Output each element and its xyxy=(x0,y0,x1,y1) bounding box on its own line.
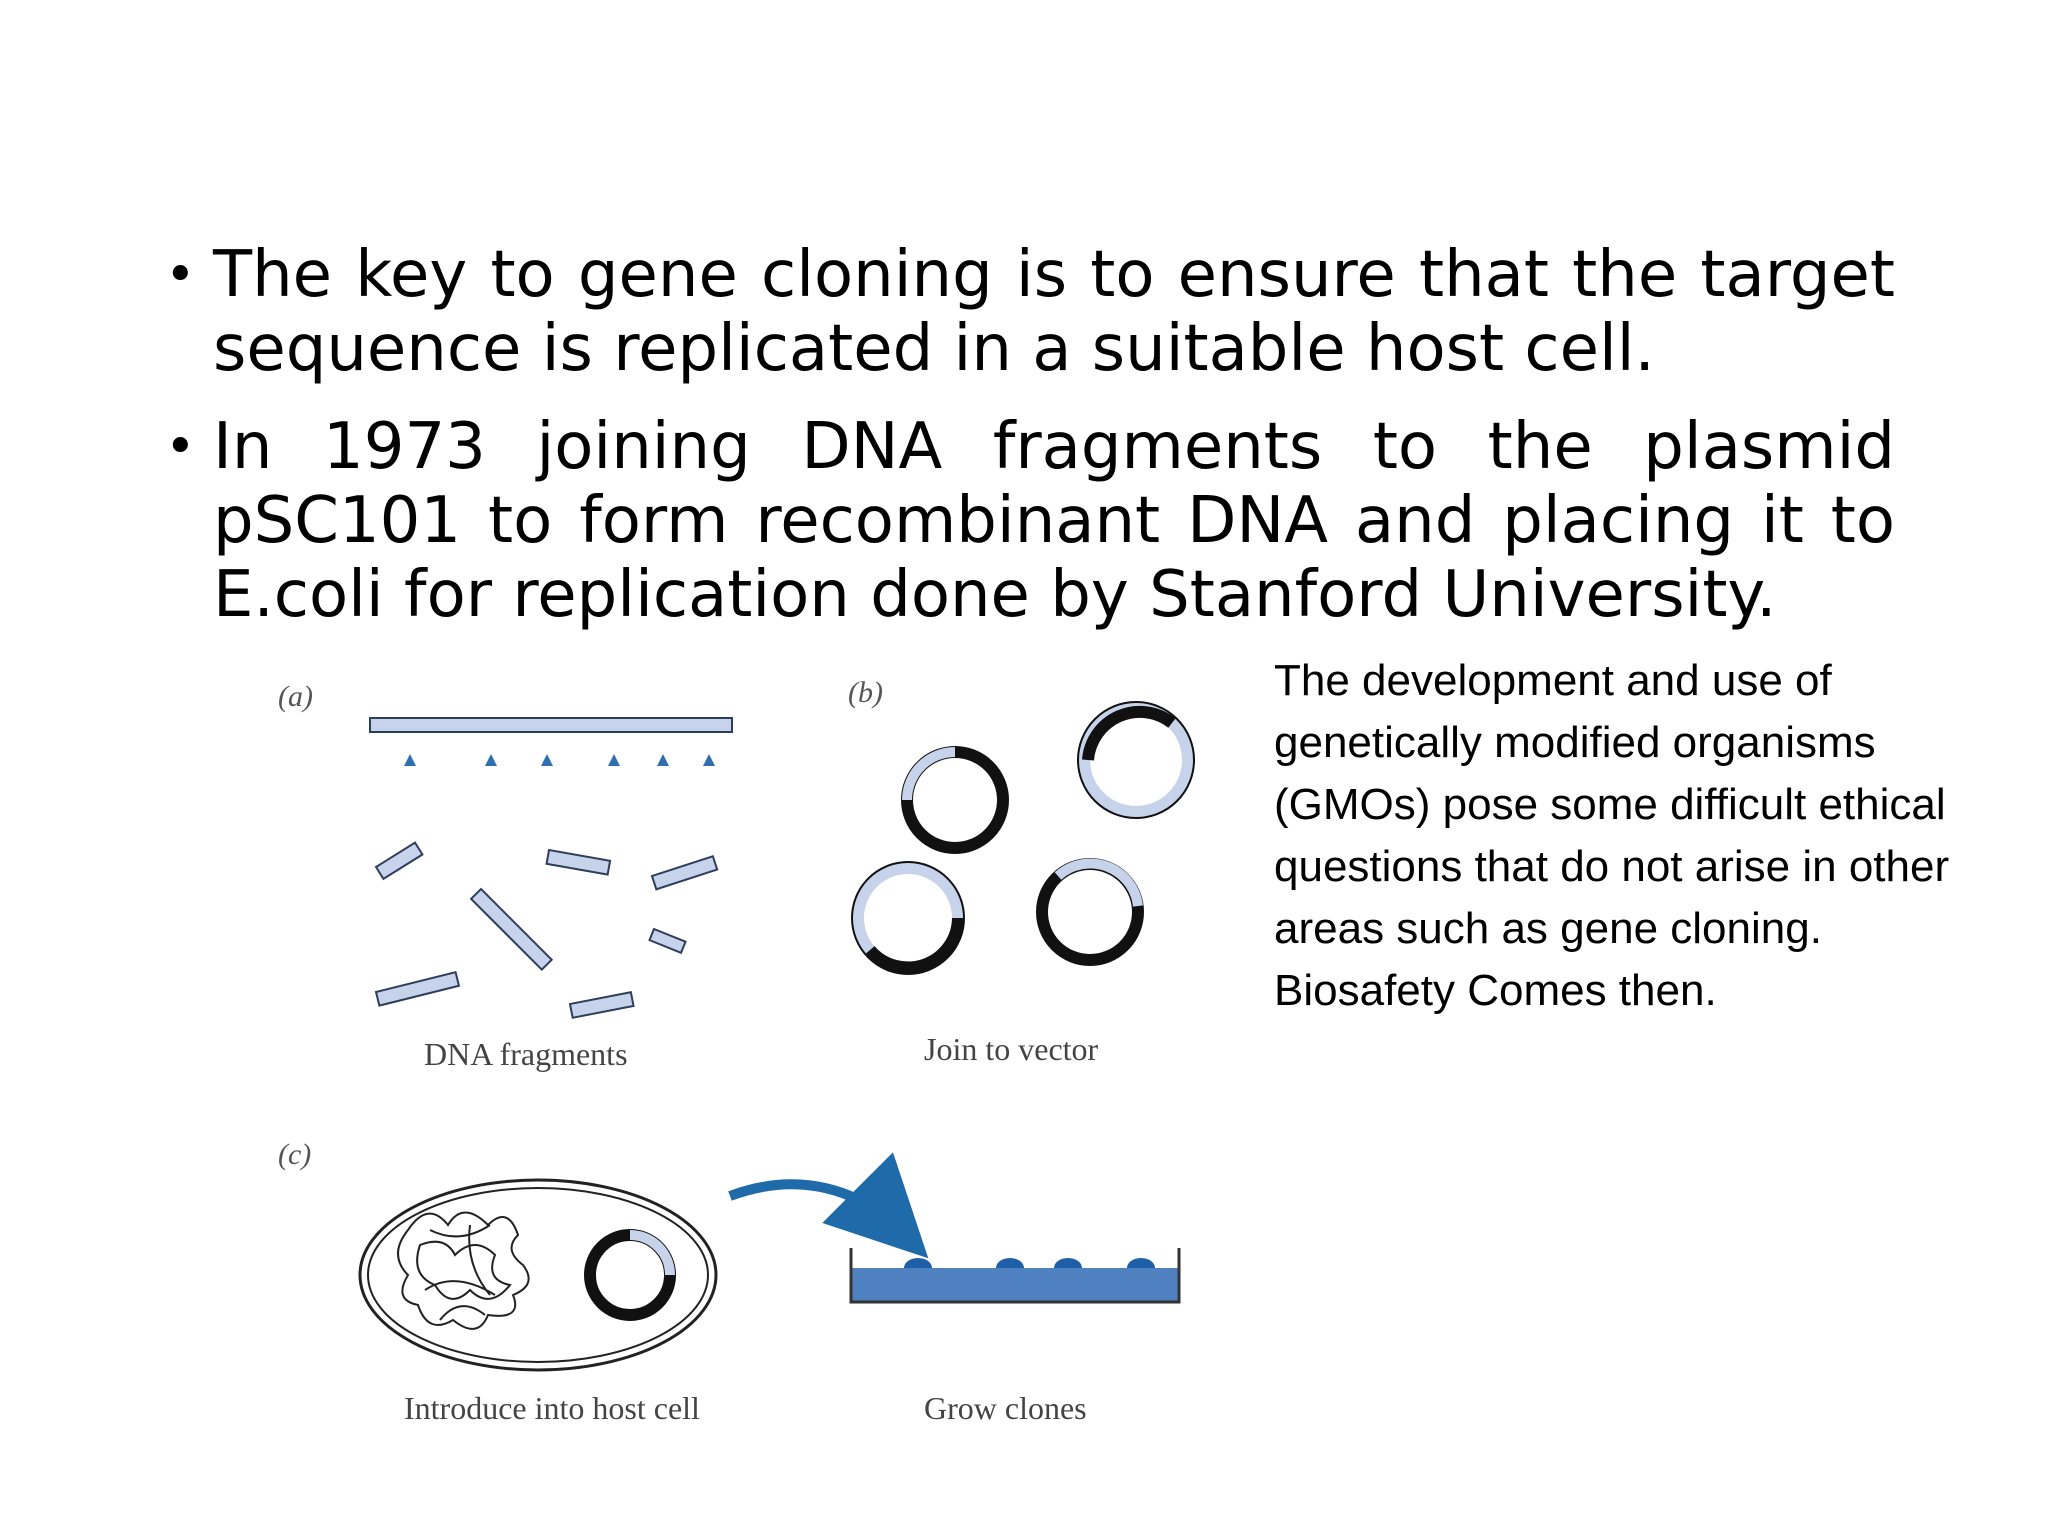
bullet-text: The key to gene cloning is to ensure tha… xyxy=(213,238,1895,386)
bullet-item: • In 1973 joining DNA fragments to the p… xyxy=(155,410,1895,632)
dna-fragment xyxy=(650,854,719,891)
restriction-site-icon xyxy=(541,754,553,766)
plasmid-ring-icon xyxy=(584,1229,676,1321)
side-note: The development and use of genetically m… xyxy=(1274,656,1950,1015)
caption-grow-clones: Grow clones xyxy=(924,1390,1087,1426)
panel-label-c: (c) xyxy=(278,1138,312,1171)
plasmid-ring-icon xyxy=(1077,701,1195,819)
bullet-item: • The key to gene cloning is to ensure t… xyxy=(155,238,1895,386)
colony-icon xyxy=(996,1258,1024,1268)
dna-fragments xyxy=(374,841,719,1019)
colony-icon xyxy=(904,1258,932,1268)
restriction-site-icon xyxy=(485,754,497,766)
dna-fragment xyxy=(374,970,461,1007)
culture-plate xyxy=(849,1248,1181,1304)
bacterial-chromosome-icon xyxy=(397,1211,530,1330)
bacterial-colonies xyxy=(904,1258,1155,1268)
colony-icon xyxy=(1054,1258,1082,1268)
dna-fragment xyxy=(568,990,635,1019)
restriction-site-markers xyxy=(404,754,715,766)
panel-label-b: (b) xyxy=(848,676,883,709)
caption-dna-fragments: DNA fragments xyxy=(424,1036,628,1072)
dna-fragment xyxy=(469,887,554,972)
plasmid-ring-icon xyxy=(851,861,965,975)
bullet-dot-icon: • xyxy=(165,245,196,305)
panel-b-plasmids xyxy=(851,701,1195,975)
restriction-site-icon xyxy=(404,754,416,766)
restriction-site-icon xyxy=(657,754,669,766)
caption-introduce-into-host: Introduce into host cell xyxy=(404,1390,700,1426)
caption-join-to-vector: Join to vector xyxy=(924,1031,1099,1067)
dna-fragment xyxy=(545,848,612,876)
colony-icon xyxy=(1127,1258,1155,1268)
dna-fragment xyxy=(648,927,687,955)
bullet-text: In 1973 joining DNA fragments to the pla… xyxy=(213,410,1895,632)
panel-label-a: (a) xyxy=(278,680,313,713)
bullet-list: • The key to gene cloning is to ensure t… xyxy=(155,238,1895,656)
dna-fragment xyxy=(374,841,424,881)
plasmid-ring-icon xyxy=(901,746,1009,854)
bullet-dot-icon: • xyxy=(165,417,196,477)
panel-a-dna-strand xyxy=(369,717,733,733)
plasmid-ring-icon xyxy=(1036,858,1144,966)
restriction-site-icon xyxy=(703,754,715,766)
host-cell xyxy=(358,1178,718,1372)
restriction-site-icon xyxy=(608,754,620,766)
transfer-arrow-icon xyxy=(728,1152,929,1259)
